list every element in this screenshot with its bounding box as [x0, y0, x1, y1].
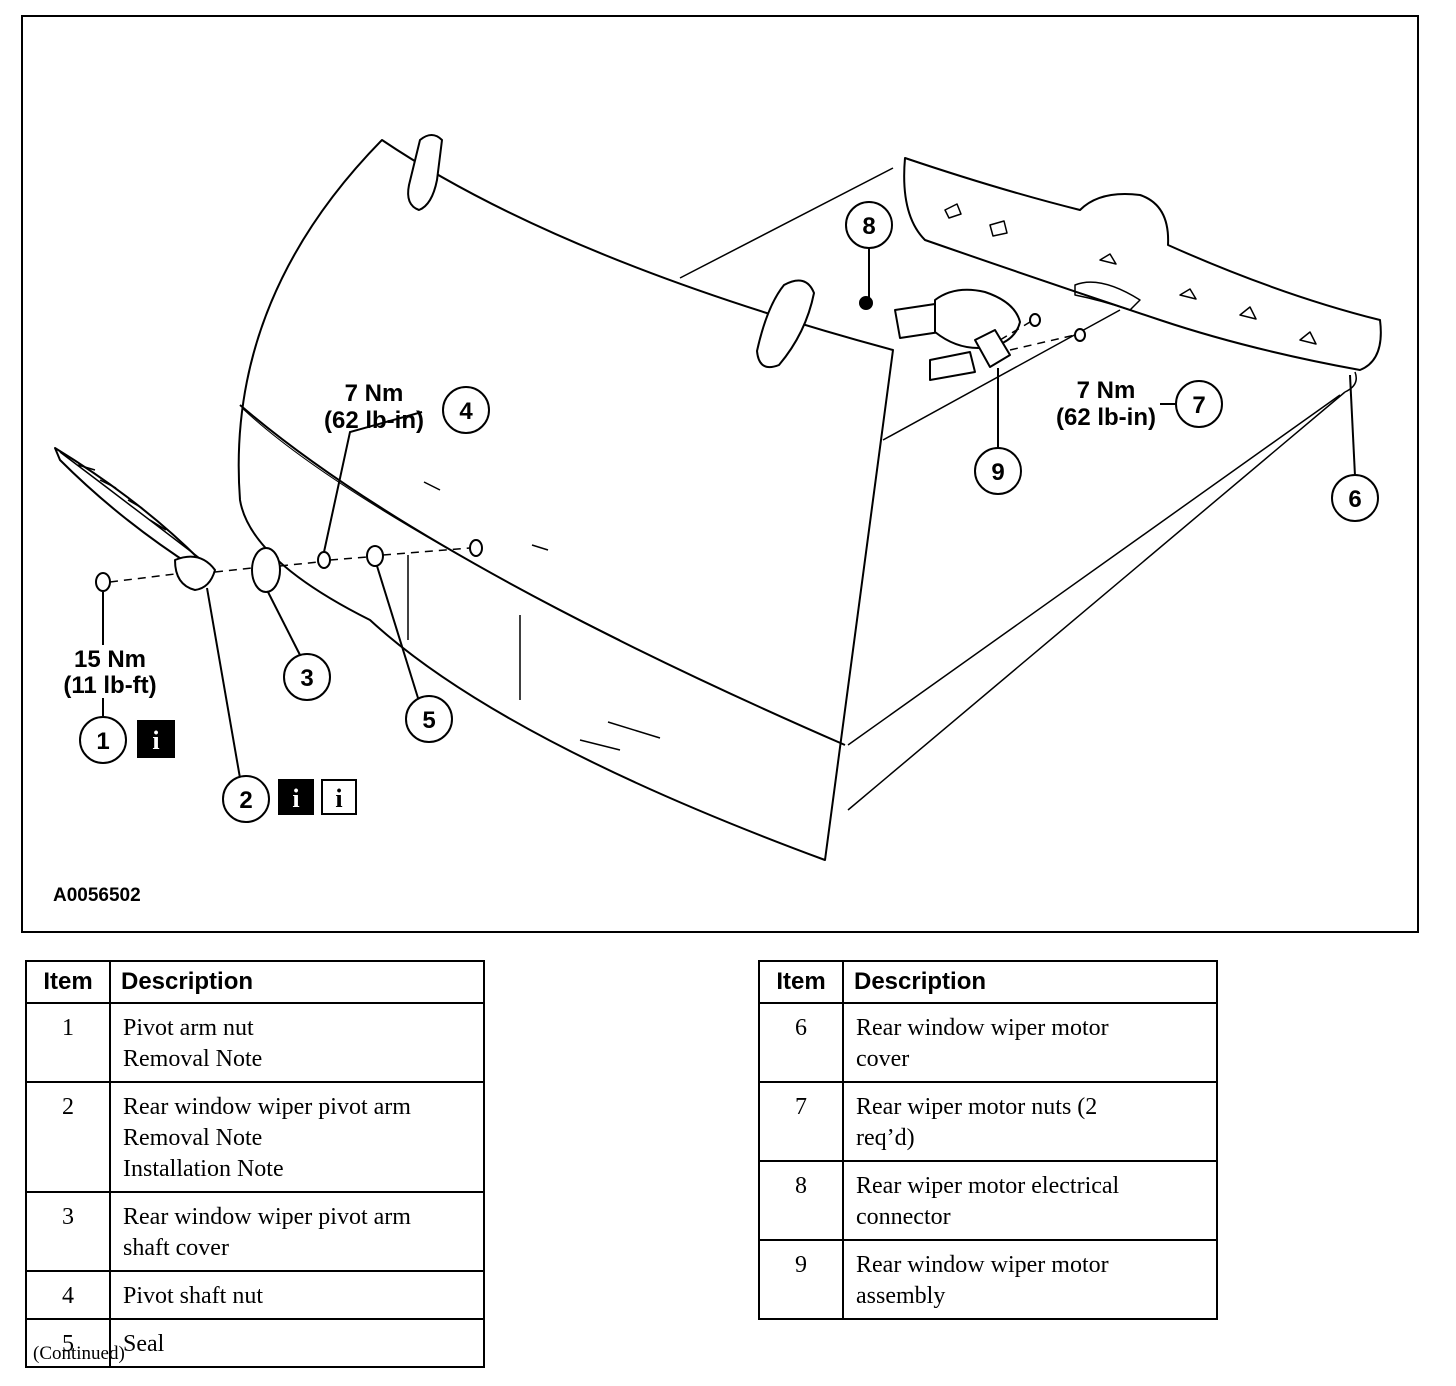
table-row: 7 Rear wiper motor nuts (2 req’d) [758, 1081, 1218, 1162]
table-row: 2 Rear window wiper pivot arm Removal No… [25, 1081, 485, 1193]
callout-1-torque-line-1: 15 Nm [74, 646, 146, 673]
table-row: 3 Rear window wiper pivot arm shaft cove… [25, 1191, 485, 1272]
item-description: Rear window wiper motor assembly [842, 1239, 1218, 1320]
description-line: shaft cover [123, 1235, 229, 1261]
item-description: Rear window wiper motor cover [842, 1002, 1218, 1083]
callout-5-circle [405, 695, 453, 743]
description-line: connector [856, 1204, 951, 1230]
description-line: Rear window wiper pivot arm [123, 1204, 411, 1230]
table-row: 1 Pivot arm nut Removal Note [25, 1002, 485, 1083]
item-description: Rear window wiper pivot arm shaft cover [109, 1191, 485, 1272]
item-number: 1 [25, 1002, 111, 1083]
diagram-frame [21, 15, 1419, 933]
callout-9-number: 9 [991, 459, 1004, 486]
installation-note-link[interactable]: Installation Note [123, 1156, 284, 1182]
callout-4-number: 4 [459, 398, 473, 425]
legend-table-1-header: Item Description [25, 960, 485, 1004]
item-number: 9 [758, 1239, 844, 1320]
callout-2-installation-info-icon-glyph: i [335, 784, 342, 813]
description-line: Rear window wiper motor [856, 1252, 1109, 1278]
description-line: cover [856, 1046, 910, 1072]
callout-6-circle [1331, 474, 1379, 522]
leader-lines [102, 245, 1356, 779]
item-number: 6 [758, 1002, 844, 1083]
item-number: 7 [758, 1081, 844, 1162]
callout-1-info-icon[interactable] [137, 720, 175, 758]
liftgate-glass-drawing [54, 134, 1382, 861]
callout-3-circle [283, 653, 331, 701]
callout-1-number: 1 [96, 728, 109, 755]
callout-2-removal-info-icon[interactable] [278, 779, 314, 815]
callout-8-circle [845, 201, 893, 249]
callout-2-removal-info-icon-glyph: i [292, 784, 299, 813]
item-description: Rear wiper motor electrical connector [842, 1160, 1218, 1241]
exploded-view-diagram: 15 Nm (11 lb-ft) 1 i 2 i i 3 7 Nm (62 lb… [21, 15, 1419, 933]
callout-1-circle [79, 716, 127, 764]
legend-table-2: Item Description 6 Rear window wiper mot… [758, 960, 1218, 1320]
item-number: 4 [25, 1270, 111, 1320]
table-row: 4 Pivot shaft nut [25, 1270, 485, 1320]
table-row: 8 Rear wiper motor electrical connector [758, 1160, 1218, 1241]
description-line: Pivot arm nut [123, 1015, 254, 1041]
description-line: Rear wiper motor electrical [856, 1173, 1120, 1199]
description-line: Rear window wiper motor [856, 1015, 1109, 1041]
callout-3-number: 3 [300, 665, 313, 692]
callout-7-torque-line-2: (62 lb-in) [1056, 404, 1156, 431]
item-number: 3 [25, 1191, 111, 1272]
callout-2-circle [222, 775, 270, 823]
table-row: 5 Seal [25, 1318, 485, 1368]
table-row: 9 Rear window wiper motor assembly [758, 1239, 1218, 1320]
callout-1-info-icon-glyph: i [152, 726, 159, 755]
callout-8-number: 8 [862, 213, 875, 240]
removal-note-link[interactable]: Removal Note [123, 1046, 263, 1072]
figure-id: A0056502 [53, 885, 141, 906]
removal-note-link[interactable]: Removal Note [123, 1125, 263, 1151]
callout-4-torque-line-2: (62 lb-in) [324, 407, 424, 434]
item-number: 2 [25, 1081, 111, 1193]
item-number: 8 [758, 1160, 844, 1241]
description-column-header: Description [842, 960, 1218, 1004]
callout-2-number: 2 [239, 787, 252, 814]
callout-7-circle [1175, 380, 1223, 428]
callout-7-torque-line-1: 7 Nm [1077, 377, 1136, 404]
continued-note: (Continued) [33, 1343, 125, 1364]
item-description: Rear window wiper pivot arm Removal Note… [109, 1081, 485, 1193]
legend-table-1: Item Description 1 Pivot arm nut Removal… [25, 960, 485, 1368]
callout-4-circle [442, 386, 490, 434]
description-line: Rear wiper motor nuts (2 [856, 1094, 1098, 1120]
item-description: Seal [109, 1318, 485, 1368]
description-line: req’d) [856, 1125, 915, 1151]
item-column-header: Item [25, 960, 111, 1004]
description-line: Rear window wiper pivot arm [123, 1094, 411, 1120]
callout-4-torque-line-1: 7 Nm [345, 380, 404, 407]
callout-7-number: 7 [1192, 392, 1205, 419]
item-description: Rear wiper motor nuts (2 req’d) [842, 1081, 1218, 1162]
item-description: Pivot arm nut Removal Note [109, 1002, 485, 1083]
description-line: Seal [123, 1331, 165, 1357]
item-column-header: Item [758, 960, 844, 1004]
legend-table-2-header: Item Description [758, 960, 1218, 1004]
description-line: Pivot shaft nut [123, 1283, 264, 1309]
callout-5-number: 5 [422, 707, 435, 734]
callout-6-number: 6 [1348, 486, 1361, 513]
table-row: 6 Rear window wiper motor cover [758, 1002, 1218, 1083]
item-number: 5 [25, 1318, 111, 1368]
item-description: Pivot shaft nut [109, 1270, 485, 1320]
callout-1-torque-line-2: (11 lb-ft) [63, 672, 156, 699]
description-line: assembly [856, 1283, 946, 1309]
callout-9-circle [974, 447, 1022, 495]
callout-2-installation-info-icon[interactable] [321, 779, 357, 815]
description-column-header: Description [109, 960, 485, 1004]
